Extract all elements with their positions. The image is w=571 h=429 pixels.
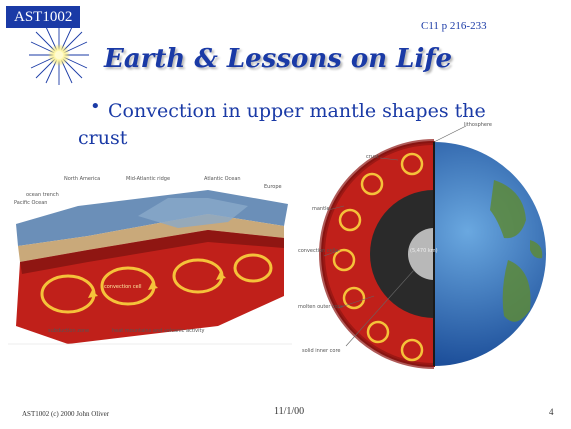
label-subduction-zone: subduction zone <box>48 328 89 334</box>
label-crust: crust <box>366 154 379 160</box>
slide-title: Earth & Lessons on Life <box>104 44 452 74</box>
label-mid-atlantic-ridge: Mid-Atlantic ridge <box>126 176 170 182</box>
label-heat-mountains: heat mountains and volcanic activity <box>112 328 204 334</box>
label-atlantic-ocean: Atlantic Ocean <box>204 176 241 182</box>
label-north-america: North America <box>64 176 100 182</box>
plate-tectonics-cross-section: North America Mid-Atlantic ridge Atlanti… <box>8 176 292 350</box>
label-pacific-ocean: Pacific Ocean <box>14 200 47 206</box>
label-convection-cell: convection cell <box>104 284 142 290</box>
chapter-reference: C11 p 216-233 <box>421 20 487 32</box>
bullet-line-1: Convection in upper mantle shapes the <box>108 100 486 122</box>
page-number: 4 <box>549 407 554 417</box>
label-lithosphere: lithosphere <box>464 122 492 128</box>
footer-date: 11/1/00 <box>274 406 304 417</box>
footer-copyright: AST1002 (c) 2000 John Oliver <box>22 410 109 418</box>
label-convection-cells: convection cells <box>298 248 338 254</box>
starburst-icon <box>28 24 90 86</box>
label-europe: Europe <box>264 184 282 190</box>
label-core-radius: (5,470 km) <box>410 248 438 254</box>
label-solid-inner-core: solid inner core <box>302 348 340 354</box>
label-molten-outer-core: molten outer core <box>298 304 343 310</box>
label-ocean-trench: ocean trench <box>26 192 59 198</box>
bullet-marker: • <box>90 96 101 117</box>
earth-cutaway-diagram: lithosphere crust mantle convection cell… <box>294 120 570 390</box>
label-mantle: mantle <box>312 206 330 212</box>
